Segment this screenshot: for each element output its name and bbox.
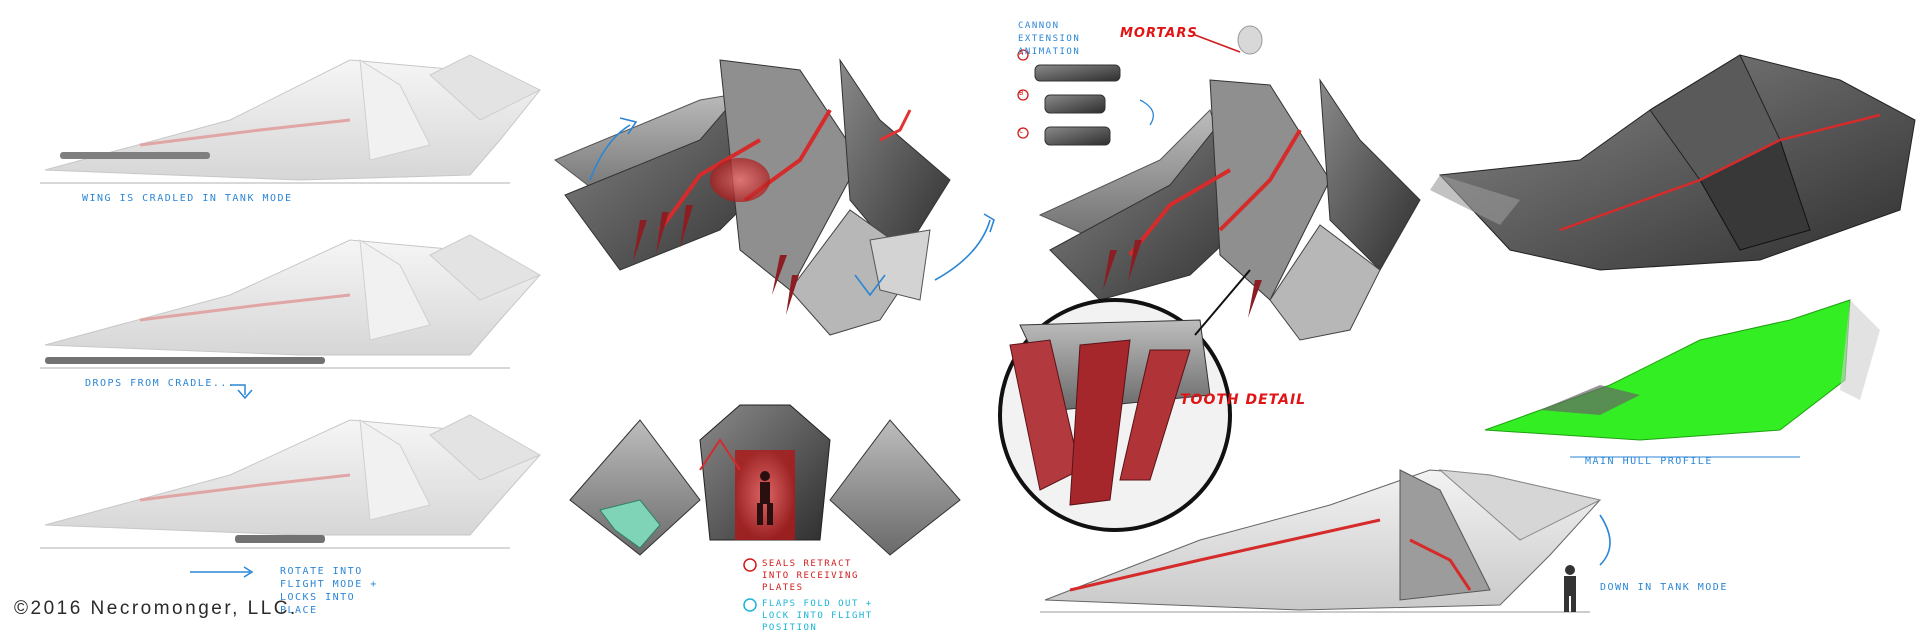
note-down-in-tank-mode: Down in tank mode (1600, 582, 1728, 593)
ship-dark-profile (1430, 54, 1916, 271)
mortars-pointer (1194, 34, 1241, 53)
note-rotate-into-flight: Rotate into flight mode + locks into pla… (280, 566, 378, 616)
ship-front-view (569, 404, 961, 556)
step-a-label: A (1019, 49, 1025, 57)
ship-tank-mode (1040, 469, 1602, 613)
side-view-1 (40, 54, 542, 184)
green-hull-profile (1484, 299, 1880, 458)
ship-three-quarter-right (1038, 25, 1421, 341)
scale-figure (1564, 565, 1576, 612)
note-wing-cradled: Wing is cradled in tank mode (82, 193, 293, 204)
note-drops-from-cradle: Drops from cradle... (85, 378, 236, 389)
ship-three-quarter-left (554, 58, 951, 336)
step-c-label: C (1019, 127, 1025, 135)
note-flaps-fold-out: Flaps fold out + lock into flight positi… (762, 599, 873, 633)
note-seals-retract: Seals retract into receiving plates (762, 559, 859, 593)
motion-arrows (589, 117, 1611, 566)
callout-tooth-detail: TOOTH DETAIL (1180, 392, 1307, 408)
copyright-notice: ©2016 Necromonger, LLC. (14, 598, 298, 619)
note-main-hull-profile: Main hull profile (1585, 456, 1713, 467)
arrows-left (190, 384, 254, 578)
pilot-figure (757, 471, 773, 525)
callout-mortars: MORTARS (1120, 26, 1198, 41)
step-markers (743, 558, 757, 612)
step-b-label: B (1019, 89, 1025, 97)
side-view-3 (40, 414, 542, 549)
tooth-detail-zoom (998, 269, 1251, 532)
note-cannon-extension: Cannon extension animation (1018, 21, 1081, 57)
cannon-steps (1017, 49, 1154, 146)
side-view-2 (40, 234, 542, 369)
